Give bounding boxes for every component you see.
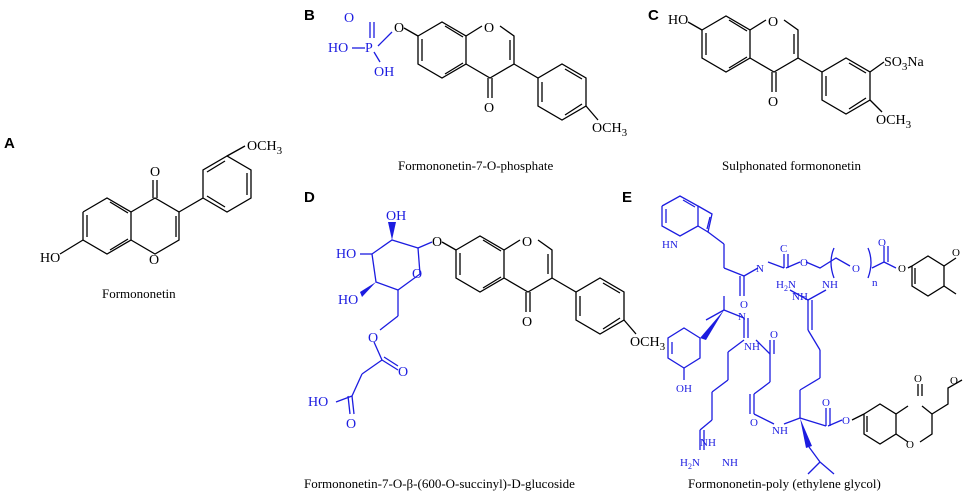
atom-carbonyl-o-c: O	[768, 95, 778, 110]
atom-amide-o-e1: O	[740, 299, 748, 311]
atom-gly-co-e: O	[750, 417, 758, 429]
atom-so3na-c: SO3Na	[884, 55, 925, 73]
atom-n-e1: N	[738, 311, 746, 323]
atom-ring-o-c: O	[768, 15, 778, 30]
atom-o-carbamate-e: O	[800, 257, 808, 269]
atom-glycosidic-o-d: O	[432, 235, 442, 250]
atom-guan-h2n-e2: H2N	[776, 279, 796, 293]
panel-c: C HO O O SO3Na OCH3 Sulphonated f	[648, 7, 925, 173]
atom-ester-o-e: O	[842, 415, 850, 427]
atom-p-b: P	[365, 41, 373, 56]
atom-oxo-e2: O	[914, 373, 922, 385]
atom-ring-o-b: O	[484, 21, 494, 36]
atom-ether-o-b: O	[394, 21, 404, 36]
atom-nh-e3: NH	[772, 425, 788, 437]
atom-ho-a: HO	[40, 251, 60, 266]
atom-ho-mid-d: HO	[336, 247, 356, 262]
panel-label-a: A	[4, 135, 15, 152]
panel-e: E	[622, 189, 963, 491]
atom-guan-nh-e2: NH	[722, 457, 738, 469]
atom-och3-b: OCH3	[592, 121, 628, 139]
atom-carbonyl-o-a: O	[150, 165, 160, 180]
atom-oh-b: OH	[374, 65, 394, 80]
atom-och3-c: OCH3	[876, 113, 912, 131]
atom-guan-nh-e1: NH	[700, 437, 716, 449]
atom-ho-b: HO	[328, 41, 348, 56]
atom-ring-o-d: O	[522, 235, 532, 250]
structure-formononetin	[59, 145, 252, 255]
atom-gly-o-e: O	[770, 329, 778, 341]
atom-ring-o-a: O	[149, 253, 159, 268]
atom-o-peg-e: O	[852, 263, 860, 275]
atom-c-carbamate-e: C	[780, 243, 787, 255]
atom-ring-o-e2: O	[906, 439, 914, 451]
atom-p-oxo-b: O	[344, 11, 354, 26]
structure-succinyl-glucoside	[335, 222, 637, 415]
panel-b: B O	[304, 7, 628, 173]
atom-ring-o-sugar-d: O	[412, 267, 422, 282]
atom-ester-co-d: O	[398, 365, 408, 380]
atom-aglycone-o-e1: O	[898, 263, 906, 275]
atom-oh-top-d: OH	[386, 209, 406, 224]
atom-acid-o-d: O	[346, 417, 356, 432]
atom-ester-co-e: O	[822, 397, 830, 409]
structure-sulphonated-formononetin	[687, 15, 885, 115]
atom-ester-o-d: O	[368, 331, 378, 346]
atom-n-sub-e: n	[872, 277, 878, 289]
caption-a: Formononetin	[102, 286, 176, 301]
panel-label-c: C	[648, 7, 659, 24]
atom-nh-carbamate-e: N	[756, 263, 764, 275]
atom-ho-c: HO	[668, 13, 688, 28]
atom-och3-d: OCH3	[630, 335, 666, 353]
atom-guan-nh-e3: NH	[792, 291, 808, 303]
atom-guan-nh-e4: NH	[822, 279, 838, 291]
atom-hn-indole-e: HN	[662, 239, 678, 251]
atom-ho-low-d: HO	[338, 293, 358, 308]
atom-peg-co-e: O	[878, 237, 886, 249]
caption-c: Sulphonated formononetin	[722, 158, 862, 173]
atom-carbonyl-o-b: O	[484, 101, 494, 116]
atom-oxo-e1: O	[952, 247, 960, 259]
panel-a: A O O HO OCH3 Formononetin	[4, 135, 283, 301]
structure-peptide-peg-conjugate	[661, 195, 963, 475]
panel-label-e: E	[622, 189, 632, 206]
atom-acid-ho-d: HO	[308, 395, 328, 410]
atom-och3-a: OCH3	[247, 139, 283, 157]
caption-b: Formononetin-7-O-phosphate	[398, 158, 553, 173]
atom-guan-h2n-e1: H2N	[680, 457, 700, 471]
panel-label-d: D	[304, 189, 315, 206]
atom-nh-e2: NH	[744, 341, 760, 353]
caption-e: Formononetin-poly (ethylene glycol)	[688, 476, 881, 491]
atom-ome-e2: O	[950, 375, 958, 387]
panel-label-b: B	[304, 7, 315, 24]
caption-d: Formononetin-7-O-β-(600-O-succinyl)-D-gl…	[304, 476, 575, 491]
panel-d: D	[304, 189, 666, 491]
structure-formononetin-phosphate	[352, 21, 599, 121]
atom-tyr-oh-e: OH	[676, 383, 692, 395]
atom-carbonyl-o-d: O	[522, 315, 532, 330]
